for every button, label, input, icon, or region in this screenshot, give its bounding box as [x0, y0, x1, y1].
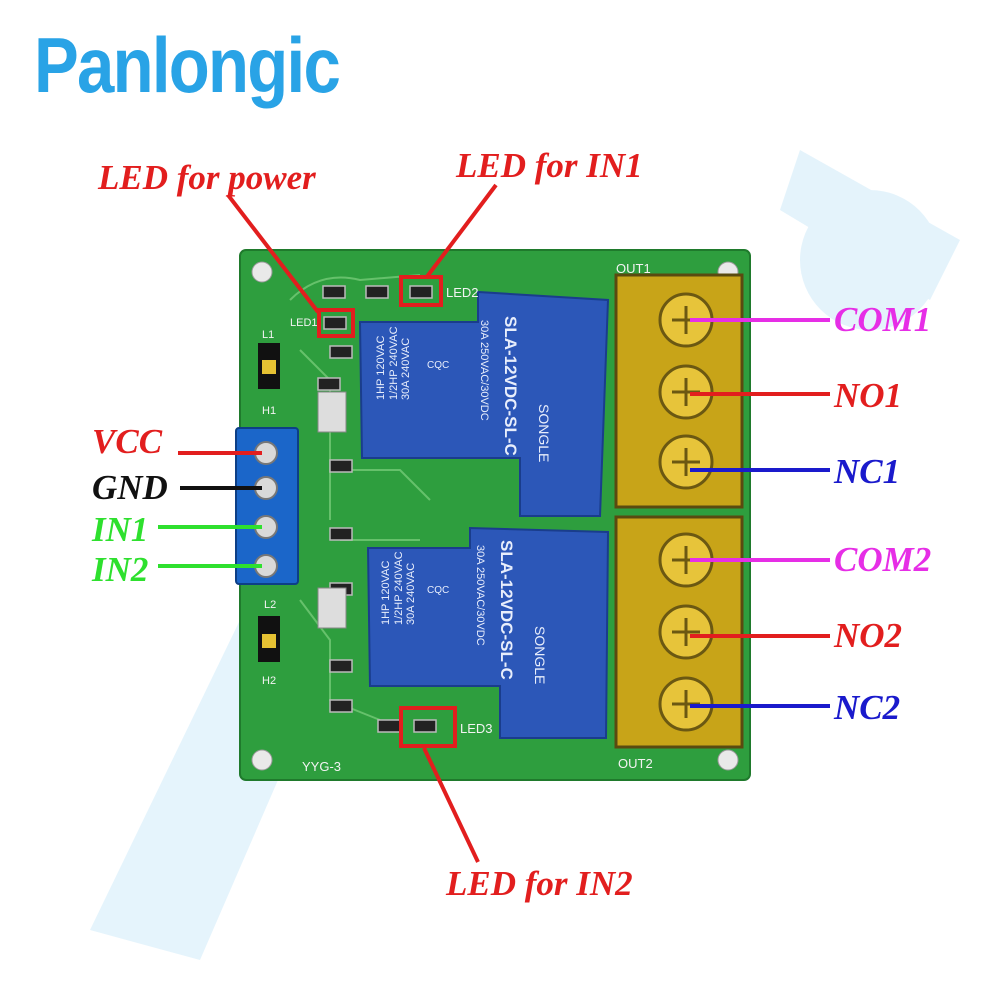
relay-2-cert: CQC [427, 585, 450, 596]
relay-2-ratings-right: 30A 250VAC/30VDC [474, 545, 486, 646]
callout-vcc: VCC [92, 422, 163, 461]
callout-no2: NO2 [834, 616, 903, 655]
led-in1-highlight [399, 275, 443, 307]
input-terminal-block [235, 427, 299, 585]
silk-led1: LED1 [290, 317, 318, 329]
relay-2-brand: SONGLE [532, 626, 548, 685]
relay-1-brand: SONGLE [536, 404, 552, 463]
silk-l2: L2 [264, 599, 277, 611]
callout-in1: IN1 [92, 510, 149, 549]
silk-led2: LED2 [446, 285, 479, 300]
relay-1-cert: CQC [427, 360, 450, 371]
callout-no1: NO1 [834, 376, 903, 415]
silk-led3: LED3 [460, 721, 493, 736]
silk-out2: OUT2 [618, 756, 653, 771]
silk-h1: H1 [262, 405, 277, 417]
relay-1-ratings-left: 1HP 120VAC 1/2HP 240VAC 30A 240VAC [375, 326, 413, 400]
relay-1-body [358, 290, 610, 517]
callout-led-power: LED for power [98, 158, 316, 197]
silk-l1: L1 [262, 329, 275, 341]
relay-2-model: SLA-12VDC-SL-C [497, 540, 516, 680]
relay-1-ratings-right: 30A 250VAC/30VDC [478, 320, 490, 421]
callout-com2: COM2 [834, 540, 932, 579]
relay-1-model: SLA-12VDC-SL-C [501, 316, 520, 456]
led-in2-highlight [399, 706, 457, 748]
led-power-highlight [317, 308, 355, 338]
callout-com1: COM1 [834, 300, 932, 339]
relay-2-body [366, 526, 610, 739]
silk-out1: OUT1 [616, 261, 651, 276]
callout-gnd: GND [92, 468, 168, 507]
callout-nc2: NC2 [834, 688, 901, 727]
silk-model: YYG-3 [302, 759, 342, 774]
callout-in2: IN2 [92, 550, 149, 589]
silk-h2: H2 [262, 675, 277, 687]
callout-led-in2: LED for IN2 [446, 864, 633, 903]
brand-logo: Panlongic [34, 21, 341, 109]
callout-nc1: NC1 [834, 452, 901, 491]
callout-led-in1: LED for IN1 [456, 146, 643, 185]
relay-2-ratings-left: 1HP 120VAC 1/2HP 240VAC 30A 240VAC [380, 551, 418, 625]
